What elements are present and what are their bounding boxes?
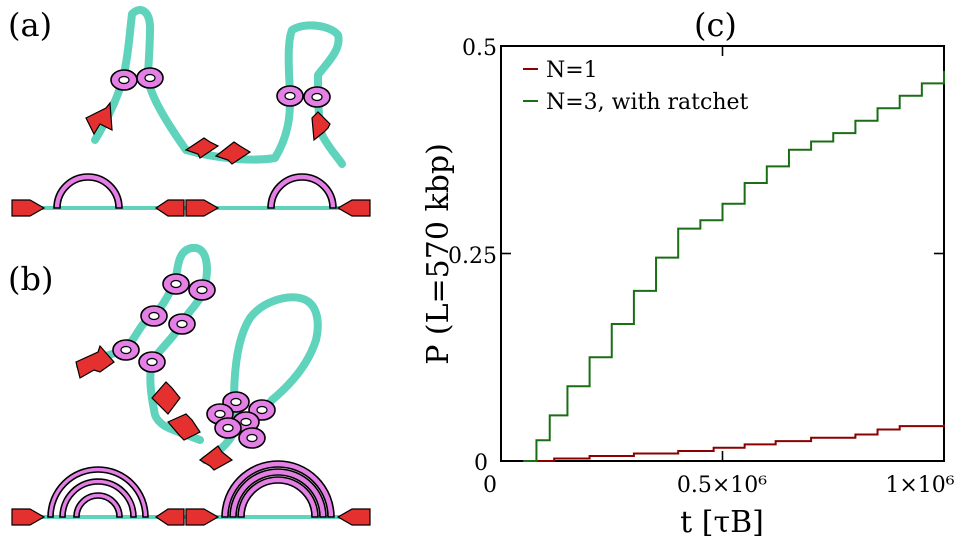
loop-arc — [59, 478, 137, 518]
panel-b-label: (b) — [8, 260, 53, 298]
loop-arc — [221, 460, 335, 518]
loop-arc — [237, 476, 319, 518]
axis-ticks — [500, 45, 945, 462]
cohesin-ring — [112, 339, 140, 361]
loop-arc — [229, 468, 327, 518]
ctcf-arrow — [311, 111, 331, 142]
legend-label-n3-ratchet: N=3, with ratchet — [546, 90, 749, 115]
ctcf-arrow — [184, 137, 220, 159]
legend-label-n1: N=1 — [546, 58, 598, 83]
chromatin-fiber — [91, 6, 346, 168]
y-axis-label: P (L=570 kbp) — [421, 143, 456, 365]
cohesin-ring — [136, 67, 164, 89]
y-tick-label-0: 0 — [474, 451, 488, 476]
chromatin-fiber — [76, 243, 211, 444]
series-line-0 — [527, 424, 945, 462]
ctcf-site-arrow — [154, 508, 185, 526]
cohesin-ring — [188, 279, 216, 301]
series-line-1 — [523, 70, 945, 462]
panel-a-label: (a) — [8, 6, 52, 44]
ctcf-arrow — [151, 381, 181, 415]
ctcf-arrow — [85, 101, 113, 136]
x-axis-label: t [τB] — [680, 505, 764, 540]
ctcf-site-arrow — [336, 508, 371, 526]
ctcf-site-arrow — [154, 199, 185, 217]
loop-arc — [53, 173, 123, 209]
ctcf-arrow — [167, 413, 201, 441]
x-tick-label-2: 1×10⁶ — [885, 473, 954, 498]
cohesin-ring — [138, 351, 166, 373]
cohesin-ring — [168, 313, 196, 335]
panel-c-label: (c) — [694, 6, 737, 44]
cohesin-ring — [214, 417, 242, 439]
loop-arc — [73, 492, 123, 518]
ctcf-site-arrow — [11, 508, 46, 526]
cohesin-ring — [276, 85, 304, 107]
cohesin-ring — [303, 86, 331, 108]
x-tick-label-0: 0 — [483, 473, 497, 498]
panel-b-schematic: (b) — [8, 243, 371, 526]
ctcf-site-arrow — [185, 199, 220, 217]
ctcf-site-arrow — [11, 199, 46, 217]
cohesin-ring — [110, 69, 138, 91]
cohesin-ring — [162, 273, 190, 295]
ctcf-arrow — [75, 344, 115, 379]
panel-c-chart: (c) 0 0.25 0.5 0 0.5×10⁶ 1×10⁶ t [τB] P … — [421, 6, 955, 540]
cohesin-ring — [238, 427, 266, 449]
x-tick-label-1: 0.5×10⁶ — [677, 473, 767, 498]
y-tick-label-2: 0.5 — [462, 36, 497, 61]
cohesin-ring — [140, 305, 168, 327]
panel-a-schematic: (a) — [8, 6, 371, 217]
loop-arc — [47, 466, 149, 518]
ctcf-site-arrow — [336, 199, 371, 217]
ctcf-arrow — [198, 445, 234, 471]
ctcf-site-arrow — [185, 508, 220, 526]
ctcf-arrow — [214, 141, 252, 165]
legend: N=1 N=3, with ratchet — [523, 58, 749, 115]
series-layer — [523, 70, 945, 462]
loop-arc — [267, 173, 337, 209]
y-tick-label-1: 0.25 — [448, 244, 497, 269]
